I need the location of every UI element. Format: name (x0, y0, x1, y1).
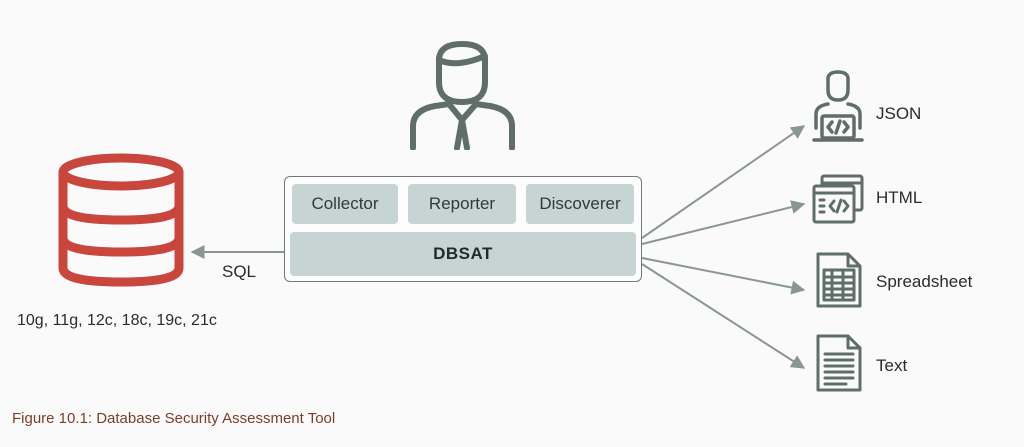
user-laptop-code-icon (812, 70, 864, 142)
browser-code-icon (812, 174, 864, 224)
figure-caption: Figure 10.1: Database Security Assessmen… (12, 410, 336, 427)
collector-module[interactable]: Collector (292, 184, 398, 224)
spreadsheet-arrow (641, 257, 806, 295)
sql-label: SQL (222, 262, 257, 281)
output-label-html: HTML (876, 188, 923, 207)
output-label-text: Text (876, 356, 908, 375)
text-arrow (641, 263, 806, 369)
json-arrow (641, 125, 806, 239)
user-icon (410, 41, 515, 150)
output-label-spreadsheet: Spreadsheet (876, 272, 973, 291)
database-versions-label: 10g, 11g, 12c, 18c, 19c, 21c (17, 312, 217, 329)
reporter-module[interactable]: Reporter (408, 184, 516, 224)
discoverer-module[interactable]: Discoverer (526, 184, 634, 224)
output-label-json: JSON (876, 104, 922, 123)
text-document-icon (816, 334, 862, 392)
html-arrow (641, 200, 806, 245)
dbsat-core[interactable]: DBSAT (290, 232, 636, 276)
database-icon (58, 153, 184, 287)
spreadsheet-icon (816, 252, 862, 308)
